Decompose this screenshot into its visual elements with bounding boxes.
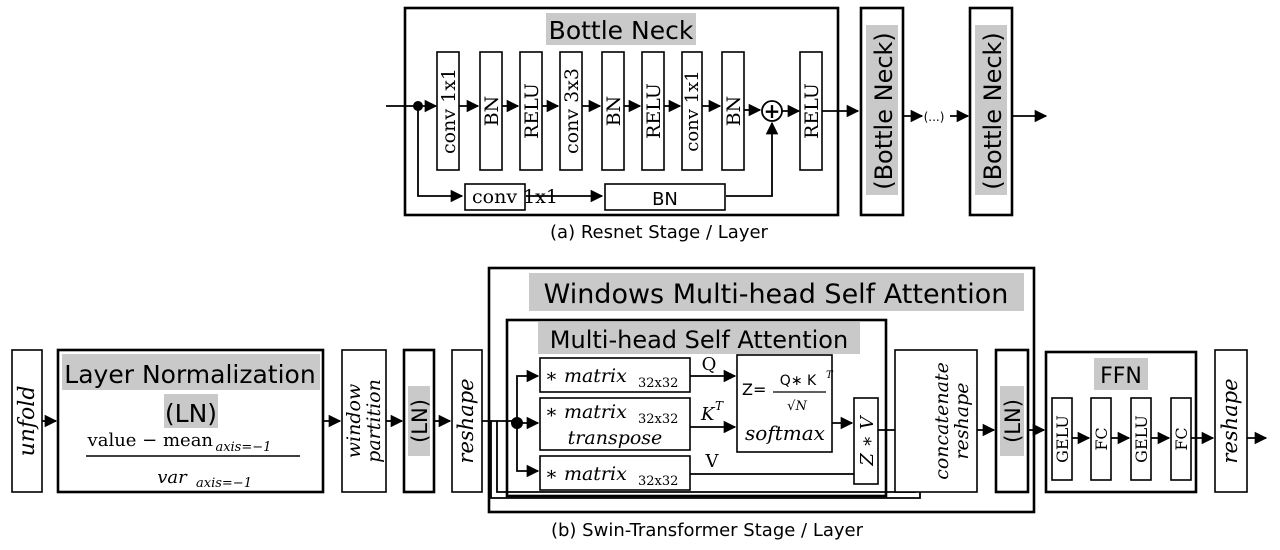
reshape-box-1 [451, 349, 483, 493]
layer-norm-abbrev: (LN) [165, 399, 217, 428]
softmax-denominator: √N [787, 399, 807, 414]
layer-label: BN [723, 96, 745, 127]
matrix-k-sub: 32x32 [638, 412, 678, 427]
ln-formula-denominator: var [157, 467, 188, 488]
matrix-v-box [539, 455, 691, 491]
layer-bn-b [601, 51, 625, 171]
matrix-q-box [539, 357, 691, 393]
layer-norm-title: Layer Normalization [64, 360, 315, 389]
bottleneck-block-label: (Bottle Neck) [870, 32, 898, 190]
layer-bn-c [721, 51, 745, 171]
label-v: V [705, 451, 720, 472]
ffn-title: FFN [1100, 364, 1142, 389]
ffn-layer-label: GELU [1053, 415, 1072, 463]
ffn-layer-label: FC [1092, 427, 1111, 450]
ffn-gelu-1 [1051, 397, 1073, 481]
matrix-k-transpose: transpose [568, 427, 663, 449]
matrix-q-sub: 32x32 [638, 376, 678, 391]
reshape-box-2 [1214, 349, 1248, 493]
shortcut-bn [604, 183, 726, 211]
caption-a: (a) Resnet Stage / Layer [550, 222, 769, 243]
shortcut-bn-label: BN [652, 189, 678, 210]
matrix-q-label: ∗ matrix [545, 365, 627, 387]
reshape-label: reshape [1218, 378, 1242, 463]
ln-box-label: (LN) [1001, 399, 1025, 443]
window-partition-label: window [343, 384, 365, 458]
layer-relu-b [641, 51, 665, 171]
msa-title: Multi-head Self Attention [550, 326, 848, 354]
layer-label: conv 1x1 [682, 70, 703, 151]
unfold-box [11, 349, 43, 493]
shortcut-conv-label: conv 1x1 [472, 186, 558, 208]
layer-label: BN [481, 96, 503, 127]
softmax-numerator: Q∗ K [780, 373, 817, 389]
wmsa-title: Windows Multi-head Self Attention [544, 279, 1009, 310]
ln-formula-numerator: value − mean [87, 430, 214, 451]
layer-label: conv 1x1 [438, 68, 460, 154]
matrix-k-label: ∗ matrix [545, 401, 627, 423]
ln-box-label: (LN) [408, 399, 432, 443]
layer-label: BN [603, 96, 625, 127]
resnet-stage: Bottle Neck conv 1x1 BN RELU conv 3x3 BN [386, 6, 1048, 243]
ffn-fc-2 [1170, 397, 1192, 481]
swin-stage: unfold Layer Normalization (LN) value − … [11, 266, 1268, 541]
label-k: K [700, 404, 716, 425]
caption-b: (b) Swin-Transformer Stage / Layer [551, 520, 864, 541]
ln-formula-denominator-sub: axis=−1 [196, 476, 252, 491]
ffn-gelu-2 [1130, 397, 1152, 481]
ffn-fc-1 [1090, 397, 1112, 481]
label-q: Q [702, 354, 717, 375]
window-partition-label-2: partition [363, 379, 385, 463]
layer-label: RELU [521, 83, 543, 139]
ffn-layer-label: GELU [1132, 415, 1151, 463]
reshape-label: reshape [454, 378, 478, 463]
layer-relu-a [519, 51, 543, 171]
concat-label: concatenate [931, 362, 953, 480]
layer-bn-a [479, 51, 503, 171]
matrix-v-sub: 32x32 [638, 474, 678, 489]
zv-label: Z ∗ V [857, 414, 878, 466]
ellipsis: (...) [924, 110, 945, 124]
shortcut-conv [464, 183, 526, 211]
layer-label: conv 3x3 [561, 68, 583, 154]
main-chain: conv 1x1 BN RELU conv 3x3 BN RELU conv 1… [436, 51, 823, 171]
ffn-layer-label: FC [1172, 427, 1191, 450]
bottleneck-title: Bottle Neck [549, 16, 694, 45]
add-symbol: + [764, 99, 781, 123]
softmax-numerator-sup: T [826, 370, 834, 381]
unfold-label: unfold [15, 386, 40, 457]
layer-label: RELU [643, 83, 665, 139]
ln-formula-numerator-sub: axis=−1 [215, 440, 271, 455]
window-partition-box [341, 349, 387, 493]
zv-box [853, 397, 879, 485]
layer-label: RELU [801, 83, 823, 139]
layer-conv3x3 [559, 51, 583, 171]
matrix-v-label: ∗ matrix [545, 463, 627, 485]
softmax-z: Z= [742, 380, 766, 399]
layer-conv1x1-b [681, 51, 703, 171]
matrix-k-box [539, 397, 691, 451]
bottleneck-block-label: (Bottle Neck) [979, 32, 1007, 190]
softmax-word: softmax [745, 421, 825, 445]
softmax-box [736, 354, 833, 453]
concat-reshape-label: reshape [951, 382, 973, 459]
concat-reshape-box [894, 349, 978, 493]
layer-conv1x1-a [436, 51, 460, 171]
label-k-sup: T [715, 399, 724, 413]
